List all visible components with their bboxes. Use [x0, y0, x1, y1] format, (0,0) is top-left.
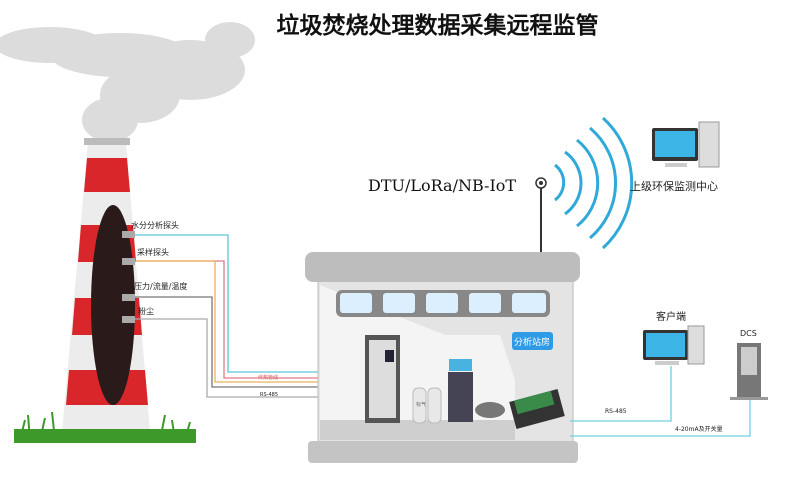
right-lines — [570, 366, 751, 437]
analysis-station — [305, 252, 580, 463]
client-computer-icon — [643, 325, 705, 365]
probe-label: 压力/流量/温度 — [134, 282, 188, 291]
monitor-icon — [652, 121, 720, 168]
probe-label: 粉尘 — [138, 307, 154, 316]
page-title: 垃圾焚烧处理数据采集远程监管 — [276, 13, 599, 39]
probes — [122, 231, 135, 323]
antenna — [535, 177, 547, 252]
rs485-right-label: RS-485 — [605, 408, 627, 415]
grass — [14, 411, 196, 443]
probe-lines — [135, 234, 318, 398]
chimney — [62, 138, 150, 432]
upper-center-label: 上级环保监测中心 — [630, 180, 718, 193]
transmission-label: DTU/LoRa/NB-IoT — [368, 176, 517, 195]
dcs-label: DCS — [740, 329, 757, 338]
signal-waves-icon — [554, 116, 634, 250]
smoke — [0, 22, 255, 142]
analog-label: 4-20mA及开关量 — [675, 426, 723, 433]
probe-label: 水分分析探头 — [131, 221, 179, 230]
client-label: 客户端 — [656, 312, 686, 323]
dcs-server-icon — [730, 343, 768, 400]
gas-cylinder-label: 标气 — [416, 402, 427, 408]
rs485-left-label: RS-485 — [260, 392, 278, 398]
probe-label: 采样探头 — [137, 248, 169, 257]
station-label: 分析站房 — [514, 338, 551, 348]
gas-cylinders — [412, 387, 442, 424]
heat-trace-label: 伴热管线 — [258, 375, 279, 381]
